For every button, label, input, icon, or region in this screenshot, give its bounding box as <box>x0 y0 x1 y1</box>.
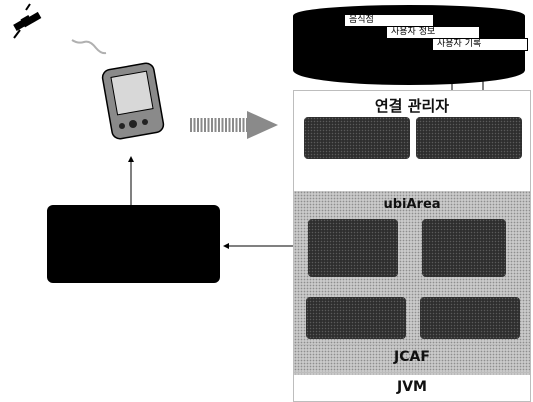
divider-1 <box>294 344 530 345</box>
lower-block-right <box>420 297 520 339</box>
lower-block-left <box>306 297 406 339</box>
ubiarea-label: ubiArea <box>383 197 441 212</box>
jcaf-label: JCAF <box>394 349 430 365</box>
connection-manager-block-left <box>304 117 410 159</box>
jvm-label: JVM <box>397 379 427 395</box>
ubiarea-layer: ubiArea <box>294 191 530 375</box>
connection-manager-block-right <box>416 117 522 159</box>
black-box <box>47 205 220 283</box>
ubiarea-block-left <box>308 219 398 277</box>
ubiarea-block-right <box>422 219 506 277</box>
architecture-stack: 연결 관리자 ubiArea JCAF JVM <box>293 90 531 402</box>
signal-wave <box>71 39 107 55</box>
satellite-icon <box>13 3 42 39</box>
pda-device-icon <box>101 62 165 140</box>
connection-manager-label: 연결 관리자 <box>374 97 450 115</box>
divider-2 <box>294 372 530 373</box>
database-cylinder: 음식점 사용자 정보 사용자 기록 <box>292 4 528 88</box>
db-tab-user-history: 사용자 기록 <box>432 38 528 51</box>
dashed-arrow <box>190 111 278 139</box>
